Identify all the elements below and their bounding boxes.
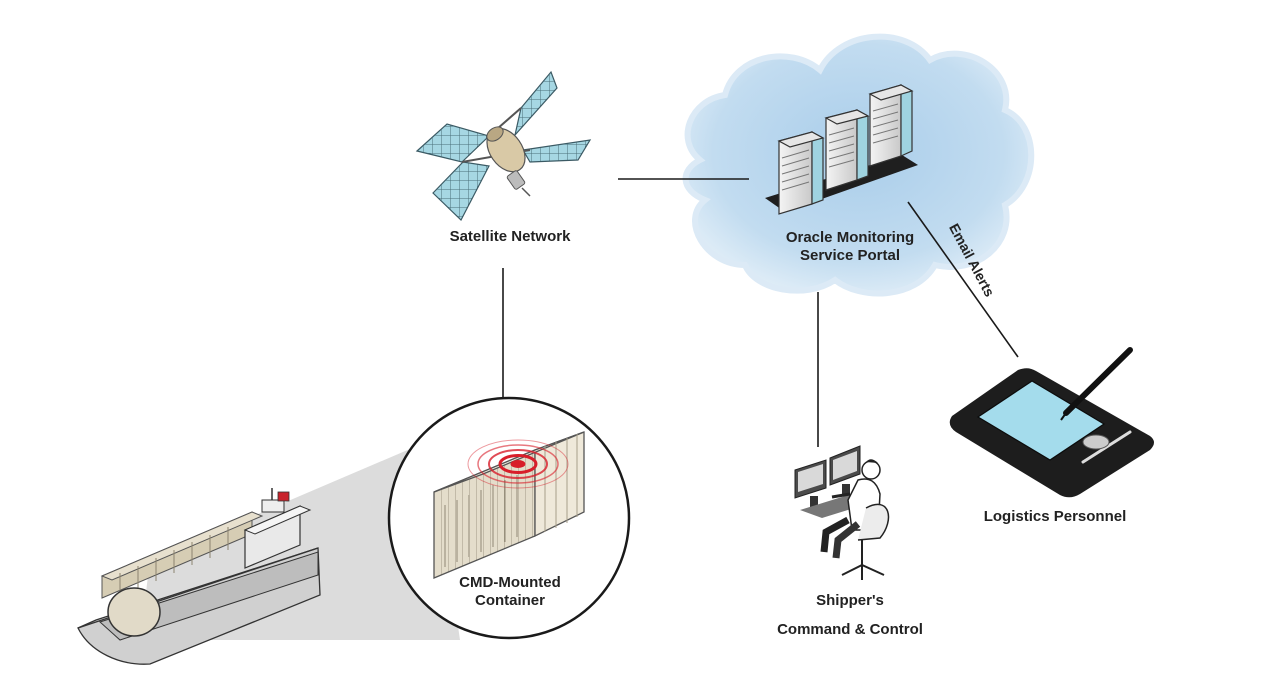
operator-workstation-icon — [794, 445, 890, 580]
shipper-label-line1: Shipper's — [816, 592, 884, 609]
signal-rings — [467, 439, 569, 489]
shipper-label: Shipper's Command & Control — [730, 586, 970, 644]
server-tower-1 — [777, 130, 825, 215]
server-tower-3 — [868, 83, 914, 167]
container-label-line1: CMD-Mounted — [459, 574, 561, 591]
cargo-ship-icon — [77, 488, 321, 665]
container-label: CMD-Mounted Container — [410, 574, 610, 610]
tablet-stylus-icon — [949, 347, 1154, 498]
shipper-label-line2: Command & Control — [777, 621, 923, 638]
server-tower-2 — [824, 108, 870, 191]
satellite-icon — [415, 70, 592, 221]
monitoring-portal-label-line1: Oracle Monitoring — [785, 229, 915, 246]
link-portal-logistics — [907, 201, 1019, 358]
logistics-personnel-label: Logistics Personnel — [983, 508, 1127, 525]
container-label-line2: Container — [474, 592, 545, 609]
ship-flag — [277, 491, 290, 502]
monitoring-portal-label-line2: Service Portal — [799, 247, 901, 264]
monitoring-portal-label: Oracle Monitoring Service Portal — [735, 229, 965, 265]
satellite-network-label: Satellite Network — [449, 228, 571, 245]
server-rack-icon — [765, 83, 918, 215]
container-magnifier — [387, 396, 631, 640]
